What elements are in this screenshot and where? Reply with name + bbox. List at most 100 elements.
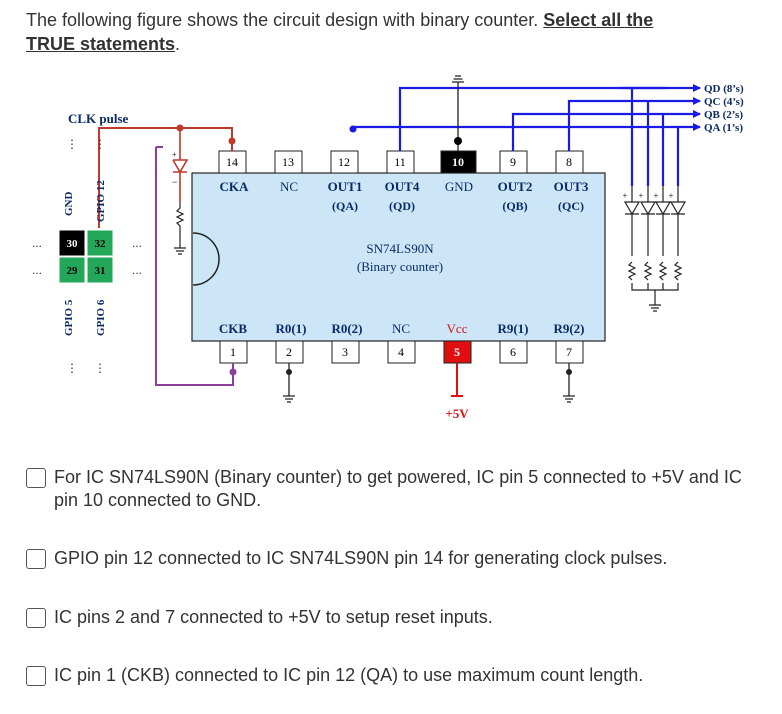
label-vcc: Vcc — [447, 321, 468, 336]
label-r02: R0(2) — [331, 321, 362, 336]
gpio-pin-29-label: 29 — [67, 265, 79, 277]
label-out3: OUT3 — [554, 179, 589, 194]
led-plus-1: + — [623, 191, 628, 200]
gpio-pin-31-label: 31 — [95, 265, 106, 277]
option-3-text: IC pins 2 and 7 connected to +5V to setu… — [54, 607, 493, 627]
gpio-dots-2: ⋮ — [94, 137, 106, 151]
label-nc-bottom: NC — [392, 321, 410, 336]
gpio-pin-30 — [58, 229, 86, 257]
clock-led-plus: + — [172, 150, 177, 159]
pin-6-number: 6 — [510, 345, 516, 359]
led-plus-3: + — [654, 191, 659, 200]
clock-resistor — [174, 202, 186, 255]
pin-2-number: 2 — [286, 345, 292, 359]
label-r92: R9(2) — [553, 321, 584, 336]
pin14-junction — [228, 137, 236, 145]
pin-1-number: 1 — [230, 345, 236, 359]
option-1[interactable]: For IC SN74LS90N (Binary counter) to get… — [26, 466, 744, 512]
pin-4 — [387, 340, 416, 364]
pin-8-number: 8 — [566, 155, 572, 169]
gpio-pin-32-label: 32 — [95, 238, 107, 250]
pin-9-number: 9 — [510, 155, 516, 169]
question-emphasis-1: Select all the — [543, 10, 654, 30]
pin-14-number: 14 — [226, 155, 238, 169]
label-r01: R0(1) — [275, 321, 306, 336]
led-plus-2: + — [639, 191, 644, 200]
output-qa: QA (1’s) — [704, 122, 743, 134]
label-nc-top: NC — [280, 179, 298, 194]
clk-label: CLK pulse — [68, 111, 129, 126]
pin-12 — [330, 150, 359, 174]
label-out2: OUT2 — [498, 179, 533, 194]
gpio-ellipsis-2: ... — [32, 263, 42, 277]
output-qb: QB (2’s) — [704, 109, 743, 121]
supply-label: +5V — [445, 406, 469, 421]
pin7-junction — [566, 369, 572, 375]
label-ckb: CKB — [219, 321, 248, 336]
ic-notch — [192, 232, 220, 286]
gpio-ellipsis-3: ... — [132, 236, 142, 250]
ic-body — [191, 172, 606, 342]
label-gnd: GND — [445, 179, 473, 194]
pin10-junction — [454, 137, 462, 145]
gnd-symbols-bottom — [283, 363, 575, 403]
pin-3 — [331, 340, 360, 364]
option-2[interactable]: GPIO pin 12 connected to IC SN74LS90N pi… — [26, 547, 744, 570]
label-qc: (QC) — [558, 199, 584, 213]
clock-led — [172, 128, 189, 202]
label-qa: (QA) — [332, 199, 358, 213]
gpio-dots-4: ⋮ — [94, 361, 106, 375]
ic-name: SN74LS90N — [366, 241, 434, 256]
question-intro: The following figure shows the circuit d… — [26, 10, 544, 30]
led-bank — [623, 186, 687, 312]
ic-subtitle: (Binary counter) — [357, 259, 443, 274]
bottom-pins — [219, 340, 584, 364]
question-prompt: The following figure shows the circuit d… — [26, 8, 766, 56]
supply-wire — [451, 363, 463, 397]
label-qb: (QB) — [502, 199, 527, 213]
gpio-header — [58, 229, 114, 284]
label-r91: R9(1) — [497, 321, 528, 336]
pin-6 — [499, 340, 528, 364]
gpio-ellipsis-1: ... — [32, 236, 42, 250]
question-emphasis-2: TRUE statements — [26, 34, 176, 54]
gpio-pin-31 — [86, 256, 114, 284]
pin-12-number: 12 — [338, 155, 350, 169]
pin-10-number: 10 — [452, 155, 464, 169]
question-end: . — [175, 34, 181, 54]
pin1-junction — [229, 368, 237, 376]
option-4-checkbox[interactable] — [26, 666, 46, 686]
label-qd: (QD) — [389, 199, 415, 213]
gpio-label-5: GPIO 5 — [63, 299, 75, 336]
option-2-text: GPIO pin 12 connected to IC SN74LS90N pi… — [54, 548, 668, 568]
pin-3-number: 3 — [342, 345, 348, 359]
pin-11-number: 11 — [394, 155, 406, 169]
option-1-checkbox[interactable] — [26, 468, 46, 488]
gpio-pin-32 — [86, 229, 114, 257]
pin2-junction — [286, 369, 292, 375]
qa-junction — [349, 125, 357, 133]
gnd-symbol-top — [452, 75, 464, 151]
pin-13 — [274, 150, 303, 174]
option-1-text: For IC SN74LS90N (Binary counter) to get… — [54, 467, 742, 510]
gpio-label-12: GPIO 12 — [95, 180, 107, 222]
gpio-pin-29 — [58, 256, 86, 284]
option-2-checkbox[interactable] — [26, 549, 46, 569]
output-qc: QC (4’s) — [704, 96, 744, 108]
gpio-label-6: GPIO 6 — [95, 299, 107, 336]
pin-5-number: 5 — [454, 345, 460, 359]
gpio-dots-1: ⋮ — [66, 137, 78, 151]
clock-led-minus: − — [172, 177, 177, 187]
circuit-diagram: 14 13 12 11 10 9 8 1 2 3 4 5 6 7 CKA NC … — [32, 75, 744, 421]
option-3[interactable]: IC pins 2 and 7 connected to +5V to setu… — [26, 606, 744, 629]
gpio-pin-30-label: 30 — [67, 238, 79, 250]
option-4-text: IC pin 1 (CKB) connected to IC pin 12 (Q… — [54, 665, 644, 685]
pin-7-number: 7 — [566, 345, 572, 359]
option-3-checkbox[interactable] — [26, 608, 46, 628]
gpio-label-gnd: GND — [63, 192, 75, 217]
label-out4: OUT4 — [385, 179, 420, 194]
pin-13-number: 13 — [282, 155, 294, 169]
pin-4-number: 4 — [398, 345, 404, 359]
label-cka: CKA — [220, 179, 250, 194]
option-4[interactable]: IC pin 1 (CKB) connected to IC pin 12 (Q… — [26, 664, 744, 687]
